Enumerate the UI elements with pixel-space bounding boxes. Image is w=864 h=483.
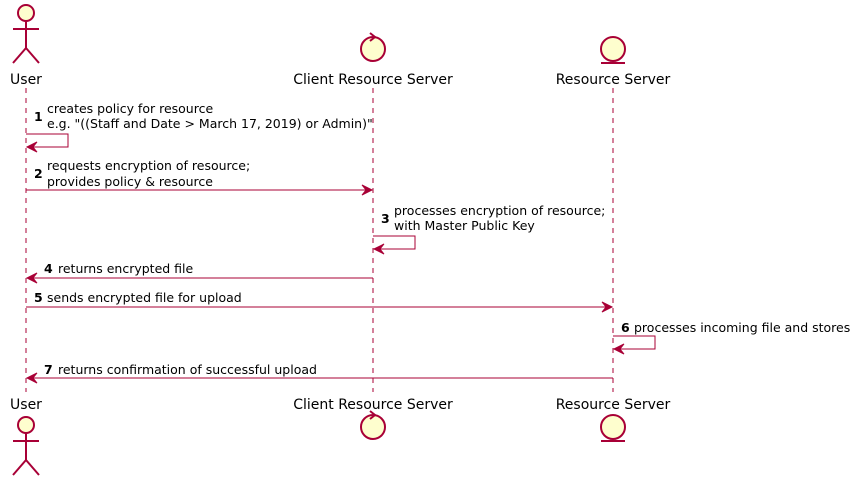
message-5: 5 sends encrypted file for upload xyxy=(26,290,614,313)
participant-label-resource: Resource Server xyxy=(556,72,671,88)
participant-label-user: User xyxy=(10,72,42,88)
participant-client-bottom: Client Resource Server xyxy=(293,397,453,440)
participant-resource-bottom: Resource Server xyxy=(556,397,671,442)
message-number: 6 xyxy=(621,320,630,335)
entity-icon xyxy=(600,414,626,442)
participant-client-top: Client Resource Server xyxy=(293,32,453,88)
message-text: processes encryption of resource; xyxy=(394,203,605,218)
message-3: 3 processes encryption of resource; with… xyxy=(372,203,605,255)
message-text: with Master Public Key xyxy=(394,218,535,233)
participant-resource-top: Resource Server xyxy=(556,36,671,88)
participant-label-client: Client Resource Server xyxy=(293,72,453,88)
message-number: 1 xyxy=(34,109,43,124)
message-text: provides policy & resource xyxy=(47,174,213,189)
participant-label-client: Client Resource Server xyxy=(293,397,453,413)
message-number: 5 xyxy=(34,290,43,305)
message-4: 4 returns encrypted file xyxy=(25,261,373,284)
message-text: processes incoming file and stores xyxy=(634,320,850,335)
participant-user-top: User xyxy=(10,4,42,88)
control-icon xyxy=(360,32,386,62)
entity-icon xyxy=(600,36,626,64)
message-text: requests encryption of resource; xyxy=(47,158,250,173)
participant-label-user: User xyxy=(10,397,42,413)
message-text: returns confirmation of successful uploa… xyxy=(58,362,317,377)
participant-label-resource: Resource Server xyxy=(556,397,671,413)
participant-user-bottom: User xyxy=(10,397,42,476)
message-number: 4 xyxy=(44,261,53,276)
actor-icon xyxy=(12,4,40,64)
message-7: 7 returns confirmation of successful upl… xyxy=(25,362,613,384)
message-text: sends encrypted file for upload xyxy=(47,290,242,305)
control-icon xyxy=(360,410,386,440)
message-number: 2 xyxy=(34,166,43,181)
message-number: 7 xyxy=(44,362,53,377)
message-text: e.g. "((Staff and Date > March 17, 2019)… xyxy=(47,116,373,131)
message-1: 1 creates policy for resource e.g. "((St… xyxy=(25,101,373,153)
actor-icon xyxy=(12,416,40,476)
message-6: 6 processes incoming file and stores xyxy=(612,320,850,355)
message-text: returns encrypted file xyxy=(58,261,194,276)
message-text: creates policy for resource xyxy=(47,101,213,116)
message-2: 2 requests encryption of resource; provi… xyxy=(26,158,374,196)
message-number: 3 xyxy=(381,211,390,226)
